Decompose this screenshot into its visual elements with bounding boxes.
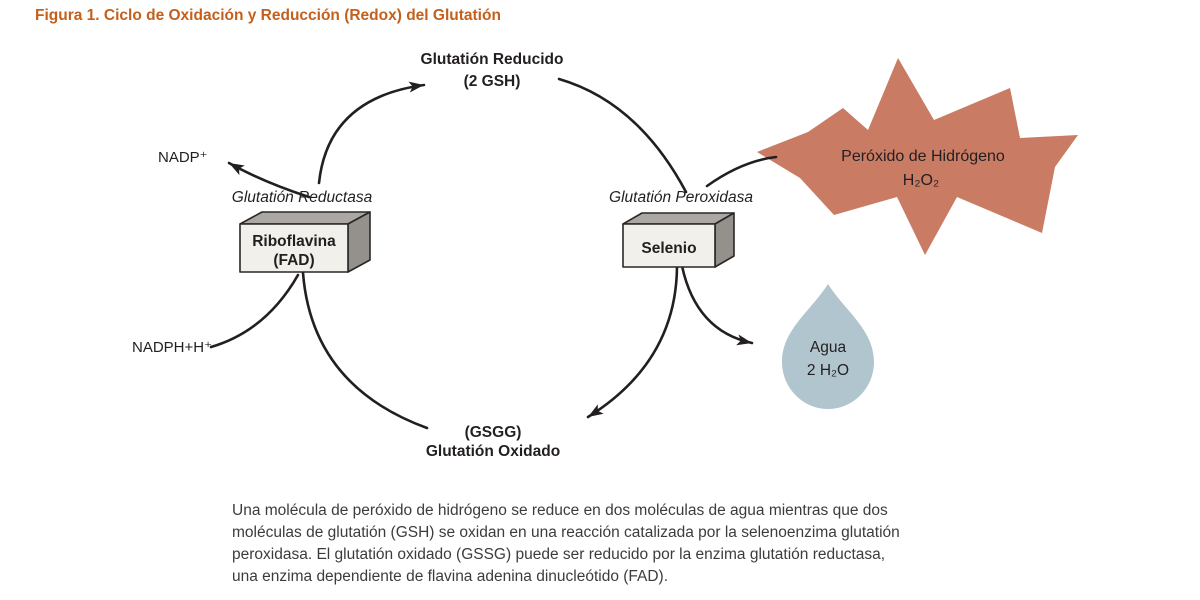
nadp-label: NADP⁺: [158, 149, 208, 166]
arc-gsh-to-peroxidase: [557, 77, 688, 194]
caption-line: peroxidasa. El glutatión oxidado (GSSG) …: [232, 546, 886, 563]
riboflavin-box-label: Riboflavina: [252, 233, 336, 250]
glutathione-reduced-label: Glutatión Reducido: [421, 51, 564, 68]
selenium-box: [622, 212, 735, 268]
arc-nadph-to-reductase: [209, 273, 300, 349]
peroxidase-enzyme-label: Glutatión Peroxidasa: [609, 189, 753, 206]
figure-title: Figura 1. Ciclo de Oxidación y Reducción…: [35, 7, 501, 24]
arrow-reductase-to-nadp: [227, 161, 311, 199]
fad-box-label: (FAD): [273, 252, 314, 269]
caption-line: una enzima dependiente de flavina adenin…: [232, 568, 669, 585]
caption-line: Una molécula de peróxido de hidrógeno se…: [232, 502, 888, 519]
nadph-label: NADPH+H⁺: [132, 339, 212, 356]
water-formula: 2 H₂O: [807, 362, 849, 379]
arrow-gssg-to-gsh: [317, 81, 426, 185]
arrow-peroxidase-to-gssg: [586, 265, 679, 419]
arc-riboflavin-to-gssg: [301, 271, 429, 430]
arc-peroxide-into-cycle: [705, 155, 778, 188]
selenium-box-label: Selenio: [641, 240, 696, 257]
glutathione-oxidized-formula: (GSGG): [465, 424, 522, 441]
riboflavin-box: [239, 211, 371, 273]
peroxide-formula: H₂O₂: [903, 172, 939, 189]
peroxide-starburst-shape: [757, 58, 1078, 255]
water-label: Agua: [810, 339, 847, 356]
arrow-selenium-to-water: [680, 264, 754, 346]
glutathione-reduced-formula: (2 GSH): [464, 73, 521, 90]
peroxide-label: Peróxido de Hidrógeno: [841, 148, 1005, 165]
reductase-enzyme-label: Glutatión Reductasa: [232, 189, 373, 206]
water-drop-shape: [782, 284, 874, 409]
caption-line: moléculas de glutatión (GSH) se oxidan e…: [232, 524, 900, 541]
figure-caption: Una molécula de peróxido de hidrógeno se…: [232, 500, 900, 588]
glutathione-oxidized-label: Glutatión Oxidado: [426, 443, 560, 460]
